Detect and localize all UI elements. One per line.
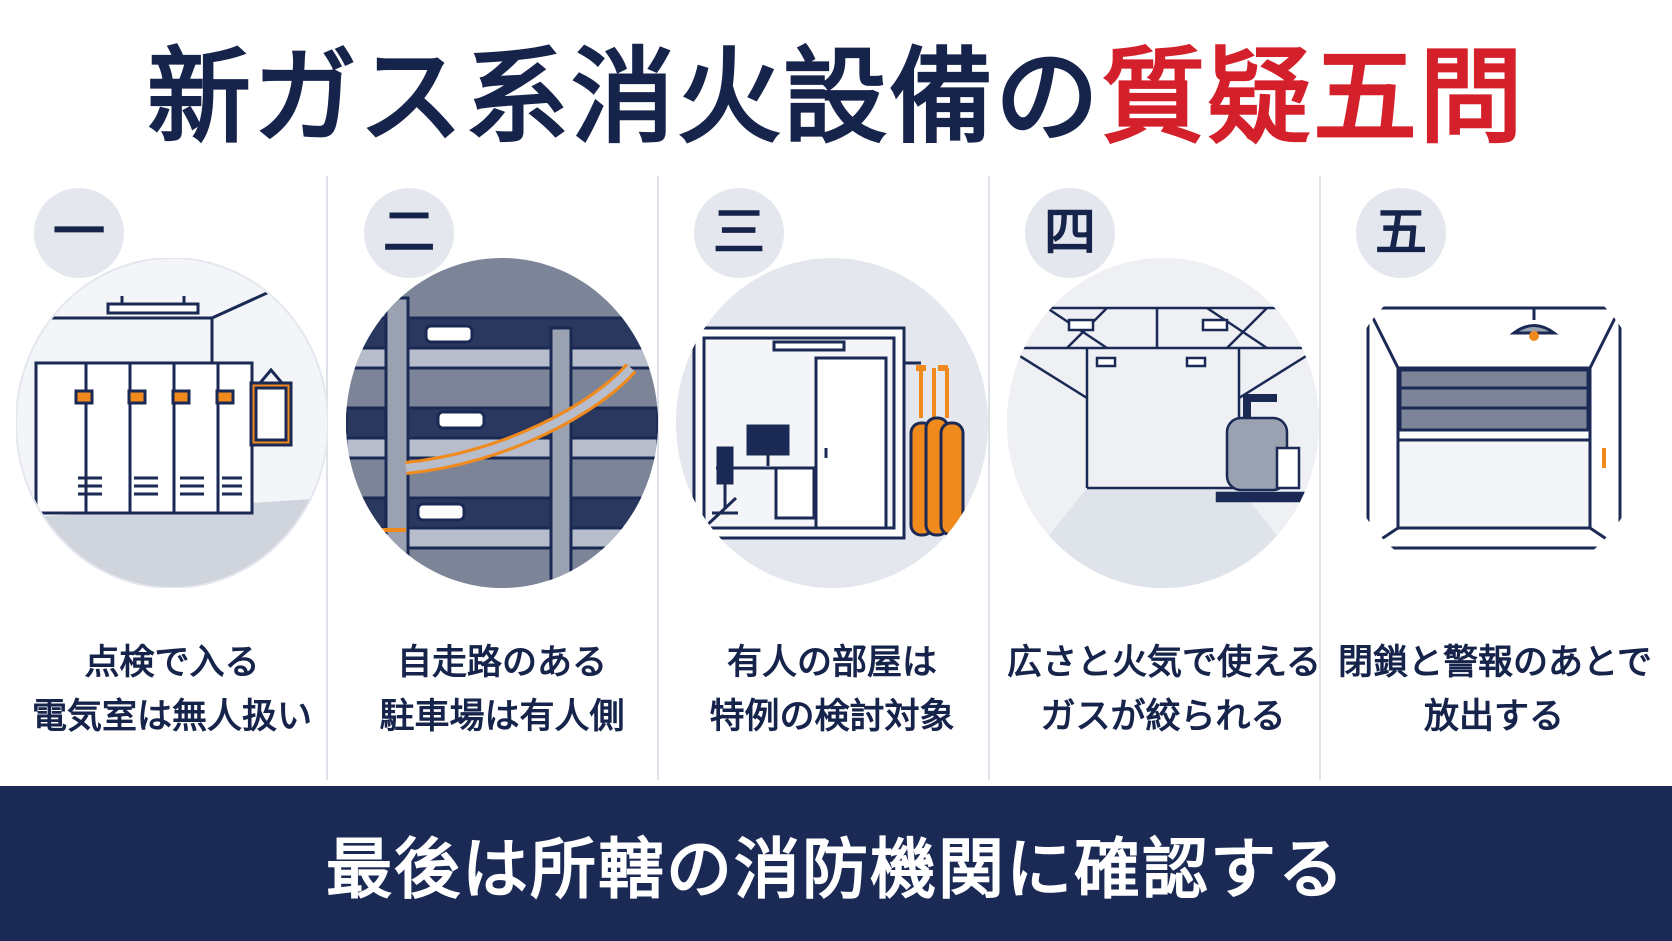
panel-1: 一 xyxy=(16,176,328,784)
caption-line-2: 放出する xyxy=(1423,697,1564,737)
shutter-alarm-icon xyxy=(1338,258,1650,588)
panel-4: 四 xyxy=(1007,176,1321,784)
caption-line-1: 広さと火気で使える xyxy=(1007,643,1321,683)
warehouse-icon xyxy=(1007,258,1319,588)
panel-divider xyxy=(657,176,659,780)
occupied-room-icon xyxy=(676,258,988,588)
footer-text: 最後は所轄の消防機関に確認する xyxy=(326,830,1346,908)
panel-number-badge: 三 xyxy=(694,188,784,278)
title-main: 新ガス系消火設備の xyxy=(146,36,1101,158)
panel-divider xyxy=(326,176,328,780)
caption-line-2: ガスが絞られる xyxy=(1040,697,1286,737)
panel-number-badge: 二 xyxy=(364,188,454,278)
panel-divider xyxy=(988,176,990,780)
footer-banner: 最後は所轄の消防機関に確認する xyxy=(0,786,1672,941)
panel-3: 三 xyxy=(676,176,988,784)
panel-caption: 自走路のある 駐車場は有人側 xyxy=(346,636,658,744)
panel-caption: 有人の部屋は 特例の検討対象 xyxy=(676,636,988,744)
electrical-room-icon xyxy=(16,258,328,588)
panel-caption: 点検で入る 電気室は無人扱い xyxy=(16,636,328,744)
caption-line-1: 自走路のある xyxy=(396,643,607,683)
panel-number-badge: 四 xyxy=(1025,188,1115,278)
page-title: 新ガス系消火設備の質疑五問 xyxy=(0,22,1672,172)
title-accent: 質疑五問 xyxy=(1101,36,1526,158)
caption-line-2: 特例の検討対象 xyxy=(709,697,955,737)
caption-line-1: 有人の部屋は xyxy=(726,643,937,683)
panel-number-badge: 五 xyxy=(1356,188,1446,278)
panel-caption: 広さと火気で使える ガスが絞られる xyxy=(1007,636,1321,744)
caption-line-1: 閉鎖と警報のあとで xyxy=(1338,643,1652,683)
panel-caption: 閉鎖と警報のあとで 放出する xyxy=(1338,636,1652,744)
caption-line-2: 駐車場は有人側 xyxy=(379,697,625,737)
caption-line-1: 点検で入る xyxy=(84,643,260,683)
panel-5: 五 xyxy=(1338,176,1652,784)
panels: 一 xyxy=(8,176,1664,784)
caption-line-2: 電気室は無人扱い xyxy=(31,697,312,737)
parking-garage-icon xyxy=(346,258,658,588)
panel-2: 二 xyxy=(346,176,658,784)
panel-divider xyxy=(1319,176,1321,780)
panel-number-badge: 一 xyxy=(34,188,124,278)
